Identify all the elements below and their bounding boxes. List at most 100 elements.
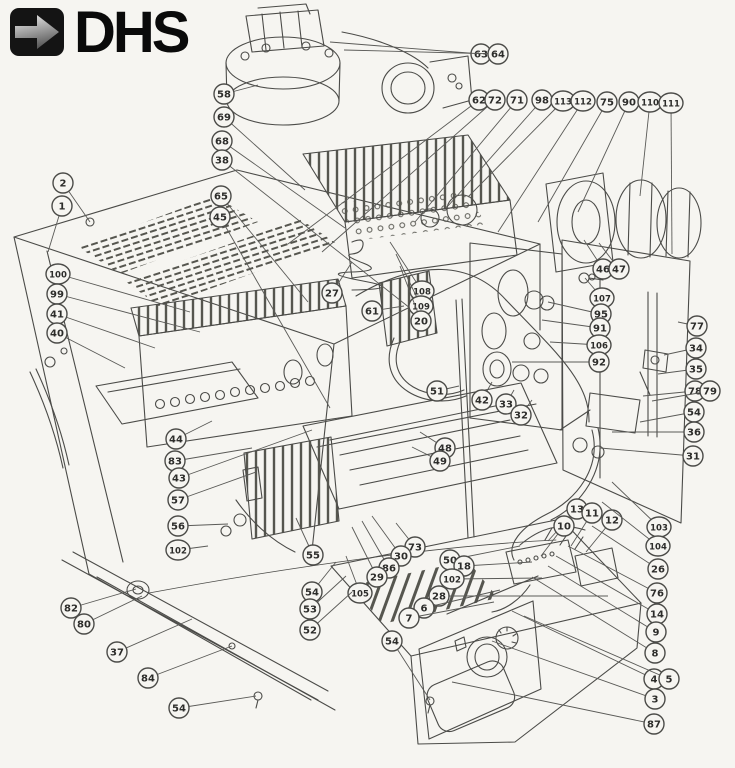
svg-text:11: 11 xyxy=(585,508,599,519)
part-callout-77: 77 xyxy=(677,315,708,337)
svg-text:73: 73 xyxy=(408,542,422,553)
svg-text:12: 12 xyxy=(605,515,619,526)
svg-text:6: 6 xyxy=(421,603,428,614)
svg-text:58: 58 xyxy=(217,89,231,100)
part-callout-79: 79 xyxy=(651,380,721,402)
svg-text:111: 111 xyxy=(662,99,680,109)
svg-text:110: 110 xyxy=(641,98,659,108)
svg-text:69: 69 xyxy=(217,112,231,123)
part-callout-92: 92 xyxy=(512,351,610,373)
svg-text:55: 55 xyxy=(306,550,320,561)
svg-text:57: 57 xyxy=(171,495,185,506)
part-callout-80: 80 xyxy=(73,595,143,635)
svg-text:34: 34 xyxy=(689,343,703,354)
svg-text:105: 105 xyxy=(351,589,369,599)
svg-text:3: 3 xyxy=(652,694,659,705)
svg-text:36: 36 xyxy=(687,427,701,438)
svg-text:45: 45 xyxy=(213,212,227,223)
svg-text:9: 9 xyxy=(653,627,660,638)
svg-text:99: 99 xyxy=(50,289,64,300)
svg-text:61: 61 xyxy=(365,306,379,317)
svg-text:7: 7 xyxy=(406,613,413,624)
part-callout-78: 78 xyxy=(642,380,706,402)
part-callout-56: 56 xyxy=(167,515,229,537)
part-callout-76: 76 xyxy=(567,545,668,604)
part-callout-111: 111 xyxy=(658,92,684,255)
brand-name: DHS xyxy=(74,0,190,65)
part-callout-34: 34 xyxy=(663,337,707,359)
svg-text:33: 33 xyxy=(499,399,513,410)
part-callout-110: 110 xyxy=(637,91,663,197)
part-callout-6: 6 xyxy=(413,589,501,619)
svg-text:29: 29 xyxy=(370,572,384,583)
part-callout-107: 107 xyxy=(584,277,615,309)
part-callout-31: 31 xyxy=(599,445,704,467)
svg-text:53: 53 xyxy=(303,604,317,615)
svg-text:75: 75 xyxy=(600,97,614,108)
svg-text:91: 91 xyxy=(593,323,607,334)
svg-text:102: 102 xyxy=(443,575,461,585)
part-callout-29: 29 xyxy=(351,526,388,588)
part-callout-36: 36 xyxy=(612,421,705,443)
svg-text:32: 32 xyxy=(514,410,528,421)
part-callout-38: 38 xyxy=(211,149,416,313)
svg-text:31: 31 xyxy=(686,451,700,462)
part-callout-54: 54 xyxy=(168,695,257,719)
svg-text:87: 87 xyxy=(647,719,661,730)
svg-text:48: 48 xyxy=(438,443,452,454)
part-callout-58: 58 xyxy=(213,83,259,105)
svg-text:54: 54 xyxy=(687,407,701,418)
part-callout-90: 90 xyxy=(577,91,640,213)
svg-text:92: 92 xyxy=(592,357,606,368)
part-callout-54: 54 xyxy=(639,401,705,423)
part-callout-91: 91 xyxy=(541,317,611,339)
part-callout-54: 54 xyxy=(381,630,431,701)
part-callout-103: 103 xyxy=(611,481,672,538)
part-callout-32: 32 xyxy=(510,399,533,426)
part-callout-71: 71 xyxy=(414,89,528,223)
part-callout-57: 57 xyxy=(167,471,257,511)
svg-text:41: 41 xyxy=(50,309,64,320)
svg-text:84: 84 xyxy=(141,673,155,684)
part-callout-1: 1 xyxy=(47,195,73,253)
svg-text:37: 37 xyxy=(110,647,124,658)
svg-text:42: 42 xyxy=(475,395,489,406)
part-callout-40: 40 xyxy=(46,322,126,369)
part-callout-102: 102 xyxy=(439,568,543,590)
svg-text:65: 65 xyxy=(214,191,228,202)
svg-text:35: 35 xyxy=(689,364,703,375)
svg-text:18: 18 xyxy=(457,561,471,572)
svg-text:82: 82 xyxy=(64,603,78,614)
part-callout-83: 83 xyxy=(164,447,253,472)
svg-text:107: 107 xyxy=(593,294,611,304)
brand-logo: DHS xyxy=(10,0,190,65)
part-callout-18: 18 xyxy=(453,555,533,577)
svg-text:71: 71 xyxy=(510,95,524,106)
svg-text:56: 56 xyxy=(171,521,185,532)
svg-text:51: 51 xyxy=(430,386,444,397)
svg-text:40: 40 xyxy=(50,328,64,339)
part-callout-27: 27 xyxy=(321,261,353,304)
part-callout-55: 55 xyxy=(295,517,324,566)
part-callout-20: 20 xyxy=(399,265,432,332)
svg-text:108: 108 xyxy=(413,287,431,297)
part-callout-52: 52 xyxy=(299,591,353,641)
svg-text:90: 90 xyxy=(622,97,636,108)
svg-text:26: 26 xyxy=(651,564,665,575)
svg-text:20: 20 xyxy=(414,316,428,327)
svg-text:1: 1 xyxy=(59,201,66,212)
svg-text:78: 78 xyxy=(688,386,702,397)
part-callout-11: 11 xyxy=(570,502,603,547)
svg-text:49: 49 xyxy=(433,456,447,467)
svg-text:77: 77 xyxy=(690,321,704,332)
svg-text:102: 102 xyxy=(169,546,187,556)
part-callout-28: 28 xyxy=(428,585,608,607)
part-callout-82: 82 xyxy=(60,588,137,619)
svg-text:28: 28 xyxy=(432,591,446,602)
svg-text:14: 14 xyxy=(650,609,664,620)
svg-text:62: 62 xyxy=(472,95,486,106)
part-callout-12: 12 xyxy=(585,509,623,553)
